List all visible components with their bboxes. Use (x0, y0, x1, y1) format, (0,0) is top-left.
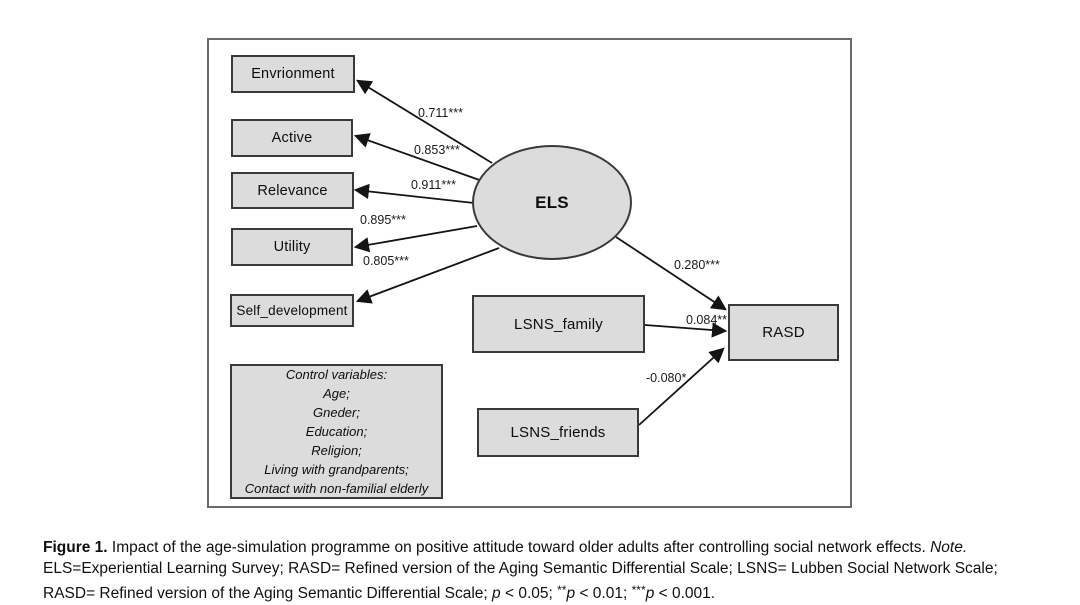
path-coefficient-lsns-friends: -0.080* (646, 371, 687, 385)
path-coefficient-utility: 0.895*** (360, 213, 406, 227)
indicator-box-environment: Envrionment (231, 55, 355, 93)
control-variables-line: Religion; (311, 443, 362, 458)
figure-caption-label: Figure 1. (43, 538, 108, 556)
control-variables-line: Gneder; (313, 405, 360, 420)
indicator-box-active: Active (231, 119, 353, 157)
sem-path-diagram: Envrionment Active Relevance Utility Sel… (207, 38, 852, 508)
control-variables-line: Control variables: (285, 367, 388, 382)
path-coefficient-self-development: 0.805*** (363, 254, 409, 268)
arrow-els-utility (353, 225, 478, 253)
caption-p1-value: < 0.05; (500, 585, 558, 603)
caption-p3: p (645, 585, 655, 603)
caption-line3-text: RASD= Refined version of the Aging Seman… (43, 585, 493, 603)
control-variables-box: Control variables: Age; Gneder; Educatio… (230, 364, 443, 499)
indicator-box-relevance: Relevance (231, 172, 354, 209)
control-variables-line: Age; (323, 386, 350, 401)
caption-p3-value: < 0.001. (654, 585, 716, 603)
predictor-box-lsns-family: LSNS_family (472, 295, 645, 353)
caption-p1: p (492, 585, 501, 603)
control-variables-line: Education; (305, 424, 368, 439)
path-coefficient-lsns-family: 0.084** (686, 313, 728, 327)
caption-p2: p (566, 585, 576, 603)
figure-caption: Figure 1. Impact of the age-simulation p… (43, 537, 1033, 605)
indicator-box-self-development: Self_development (230, 294, 354, 327)
caption-line2-text: ELS=Experiential Learning Survey; RASD= … (43, 560, 998, 578)
path-coefficient-els-rasd: 0.280*** (674, 258, 720, 272)
caption-note-label: Note. (930, 538, 968, 556)
latent-ellipse-els: ELS (472, 145, 632, 260)
path-coefficient-relevance: 0.911*** (411, 178, 456, 192)
outcome-box-rasd: RASD (728, 304, 839, 361)
caption-stars3: *** (631, 583, 646, 598)
caption-line1-text: Impact of the age-simulation programme o… (107, 538, 931, 556)
caption-stars2: ** (557, 583, 567, 598)
arrow-friends-rasd (638, 347, 725, 426)
control-variables-line: Contact with non-familial elderly (244, 481, 429, 496)
indicator-box-utility: Utility (231, 228, 353, 266)
path-coefficient-active: 0.853*** (414, 143, 460, 157)
predictor-box-lsns-friends: LSNS_friends (477, 408, 639, 457)
control-variables-line: Living with grandparents; (264, 462, 409, 477)
caption-p2-value: < 0.01; (575, 585, 632, 603)
path-coefficient-environment: 0.711*** (418, 106, 463, 120)
